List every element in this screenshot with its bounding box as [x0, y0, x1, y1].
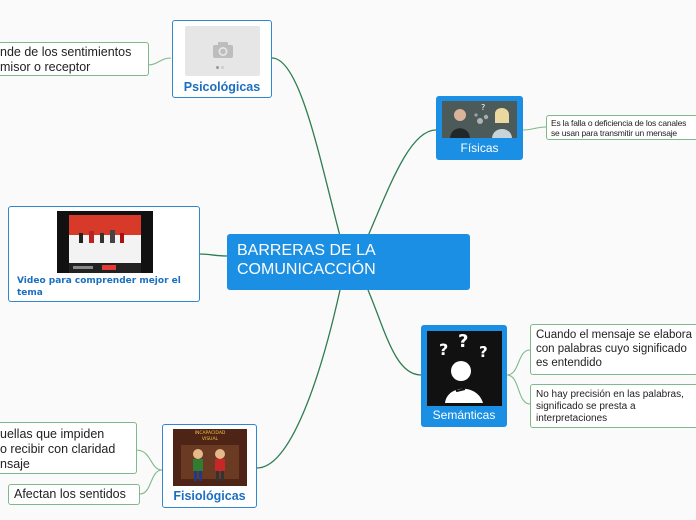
- svg-text:?: ?: [458, 331, 468, 352]
- svg-text:?: ?: [481, 103, 485, 112]
- semanticas-label: Semánticas: [432, 408, 496, 422]
- semanticas-leaf-1-line-2: con palabras cuyo significado: [536, 343, 687, 355]
- video-thumbnail: [57, 211, 153, 273]
- psicologicas-leaf-line-2: misor o receptor: [0, 60, 91, 74]
- video-caption-line-1: Video para comprender mejor el: [17, 276, 181, 286]
- semanticas-leaf-1-line-1: Cuando el mensaje se elabora: [536, 329, 692, 341]
- fisiologicas-label: Fisiológicas: [173, 489, 246, 503]
- fisiologicas-leaf-1-line-3: nsaje: [0, 457, 30, 471]
- semanticas-leaf-2-line-3: interpretaciones: [536, 413, 608, 424]
- semanticas-leaf-1-line-3: es entendido: [536, 357, 602, 369]
- semanticas-leaf-2[interactable]: No hay precisión en las palabras, signif…: [530, 384, 696, 428]
- fisicas-node[interactable]: ? Físicas: [436, 96, 523, 160]
- semanticas-node[interactable]: ? ? ? Semánticas: [421, 325, 507, 427]
- fisicas-label: Físicas: [460, 141, 499, 155]
- psicologicas-label: Psicológicas: [183, 80, 261, 94]
- semanticas-leaf-1[interactable]: Cuando el mensaje se elabora con palabra…: [530, 324, 696, 375]
- svg-text:?: ?: [479, 343, 488, 361]
- fisiologicas-image-caption: INCAPACIDAD VISUAL: [173, 431, 247, 442]
- fisiologicas-leaf-1[interactable]: uellas que impiden o recibir con clarida…: [0, 422, 137, 474]
- psicologicas-leaf[interactable]: nde de los sentimientos misor o receptor: [0, 42, 149, 76]
- thinking-person-icon: ? ? ?: [439, 331, 488, 403]
- fisiologicas-leaf-2-text: Afectan los sentidos: [14, 487, 126, 501]
- semanticas-leaf-2-line-2: significado se presta a: [536, 401, 636, 412]
- fisiologicas-image-caption-line-1: INCAPACIDAD: [194, 431, 226, 436]
- fisiologicas-leaf-1-line-1: uellas que impiden: [0, 427, 105, 441]
- psicologicas-node[interactable]: Psicológicas: [172, 20, 272, 98]
- fisiologicas-image: INCAPACIDAD VISUAL: [173, 429, 247, 486]
- fisicas-leaf-line-2: se usan para transmitir un mensaje: [551, 128, 677, 138]
- fisiologicas-image-caption-line-2: VISUAL: [201, 436, 219, 442]
- fisicas-image: ?: [442, 101, 517, 138]
- central-topic-line-2: COMUNICACCIÓN: [237, 261, 376, 278]
- fisicas-leaf[interactable]: Es la falla o deficiencia de los canales…: [546, 115, 696, 140]
- fisiologicas-leaf-1-line-2: o recibir con claridad: [0, 442, 116, 456]
- camera-icon: [213, 42, 233, 58]
- video-caption-line-2: tema: [17, 287, 43, 298]
- central-topic-line-1: BARRERAS DE LA: [237, 242, 376, 259]
- semanticas-leaf-2-line-1: No hay precisión en las palabras,: [536, 389, 684, 400]
- psicologicas-leaf-line-1: nde de los sentimientos: [0, 45, 132, 59]
- central-topic[interactable]: BARRERAS DE LA COMUNICACCIÓN: [227, 234, 470, 290]
- image-page-dots: [216, 66, 225, 69]
- fisiologicas-leaf-2[interactable]: Afectan los sentidos: [8, 484, 140, 505]
- fisicas-leaf-line-1: Es la falla o deficiencia de los canales: [551, 118, 687, 128]
- fisiologicas-node[interactable]: INCAPACIDAD VISUAL Fisiológicas: [162, 424, 257, 508]
- svg-text:?: ?: [439, 340, 448, 359]
- video-caption: Video para comprender mejor el tema: [17, 276, 181, 299]
- image-placeholder: [185, 26, 260, 76]
- semanticas-image: ? ? ?: [427, 331, 502, 406]
- video-node[interactable]: Video para comprender mejor el tema: [8, 206, 200, 302]
